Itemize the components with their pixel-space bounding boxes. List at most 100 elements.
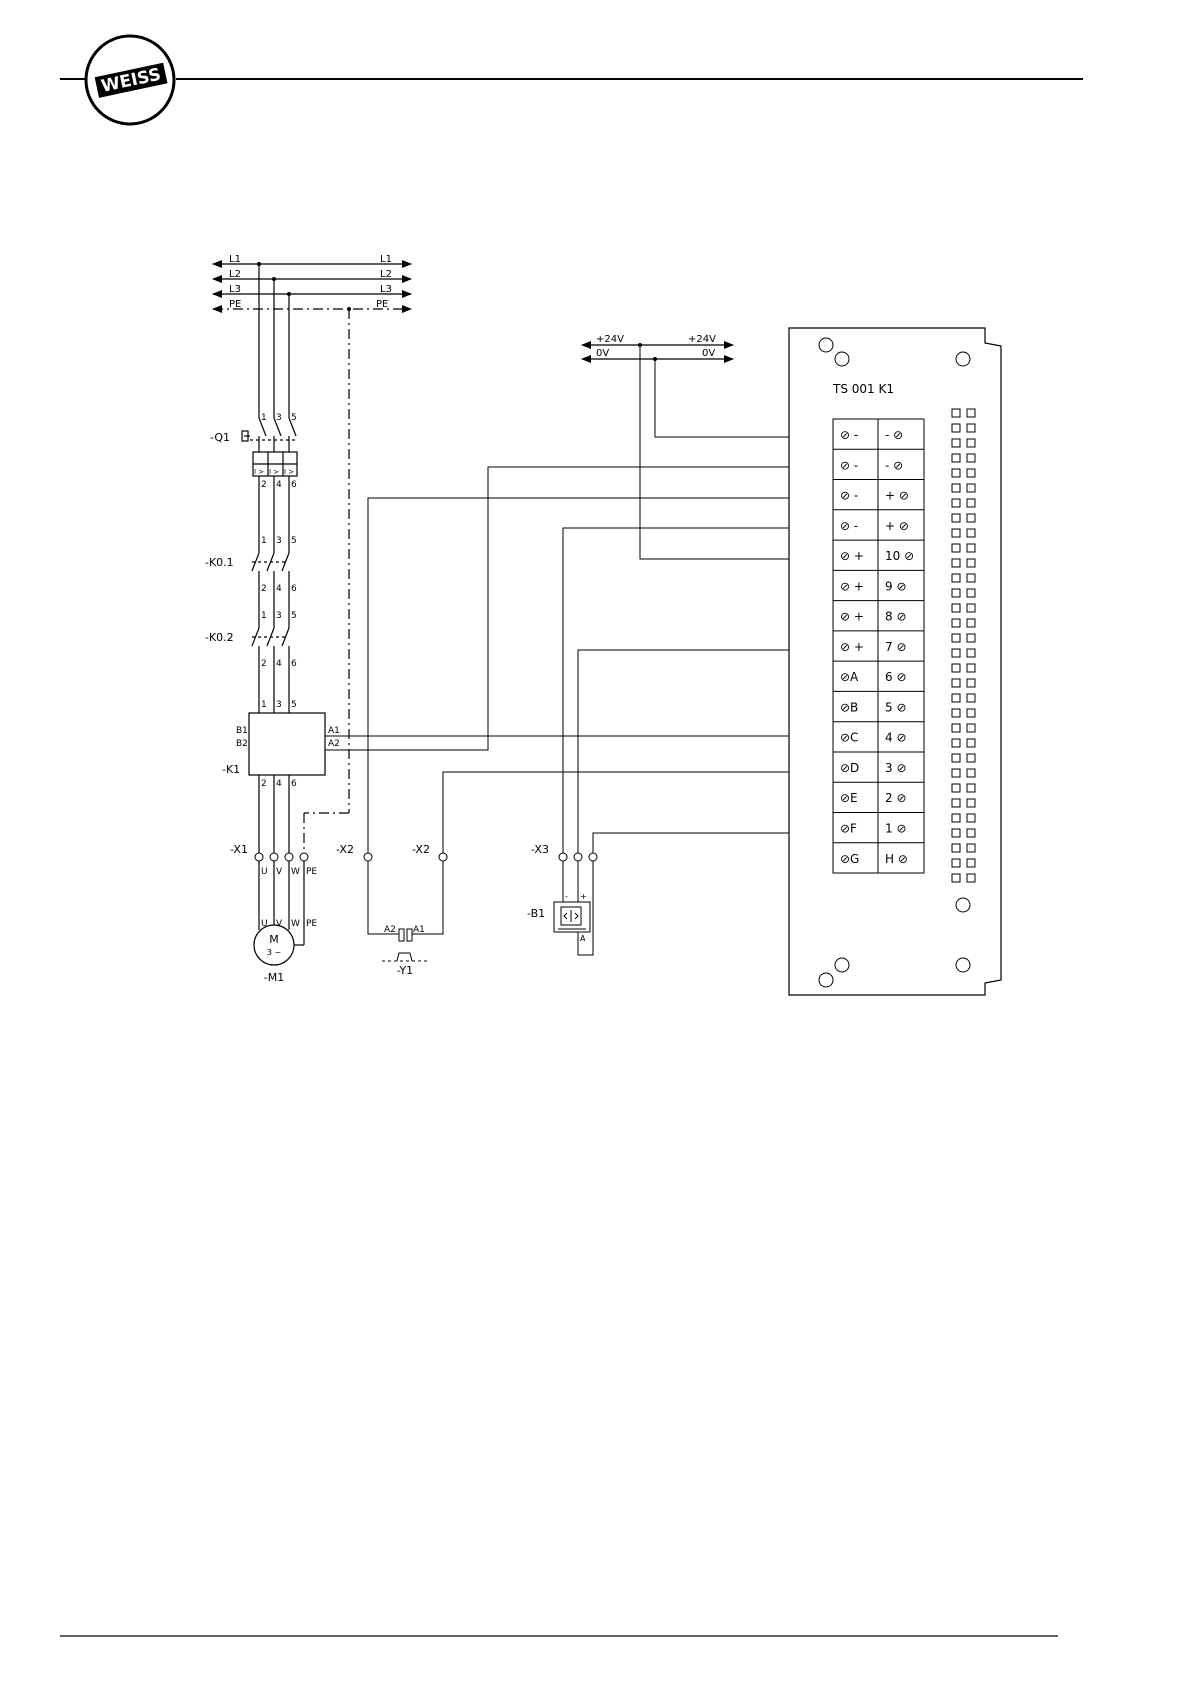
q1-trip-3: I > xyxy=(284,468,294,476)
b1-term-a: A xyxy=(580,934,586,943)
connector-pin xyxy=(951,798,961,808)
connector-pin xyxy=(966,603,976,613)
connector-pin xyxy=(966,798,976,808)
connector-pin xyxy=(966,663,976,673)
connector-pin xyxy=(951,648,961,658)
k01-term-4: 4 xyxy=(276,584,282,594)
k02-term-3: 3 xyxy=(276,611,282,621)
supply-labels: L1 L2 L3 PE L1 L2 L3 PE xyxy=(229,254,392,310)
terminal-right-label: 8 ⊘ xyxy=(885,610,907,624)
page-header: WEISS xyxy=(60,34,1083,126)
connector-pin xyxy=(951,408,961,418)
connector-pin xyxy=(966,828,976,838)
connector-pin xyxy=(966,678,976,688)
x2-right-label: -X2 xyxy=(412,843,430,856)
connector-pin xyxy=(966,618,976,628)
q1-term-1: 1 xyxy=(261,413,267,423)
connector-pin xyxy=(951,738,961,748)
supply-l1-right: L1 xyxy=(380,254,392,265)
m1-phase: 3 ~ xyxy=(267,948,281,957)
k1-term-6: 6 xyxy=(291,779,297,789)
m1-term-v: V xyxy=(276,919,283,929)
connector-pin xyxy=(966,468,976,478)
k01-term-1: 1 xyxy=(261,536,267,546)
connector-pin xyxy=(966,843,976,853)
k1-module: -K1 B1 B2 A1 A2 1 3 5 2 4 6 xyxy=(222,700,348,789)
k1-term-4: 4 xyxy=(276,779,282,789)
supply-tap-dots xyxy=(257,262,351,311)
m1-term-pe: PE xyxy=(306,919,317,929)
terminal-left-label: ⊘ - xyxy=(840,428,858,442)
k01-term-6: 6 xyxy=(291,584,297,594)
connector-pin xyxy=(966,768,976,778)
x1-term-pe: PE xyxy=(306,867,317,877)
connector-pin xyxy=(951,603,961,613)
b1-term-minus: - xyxy=(565,892,568,901)
connector-pin xyxy=(951,618,961,628)
terminal-left-label: ⊘G xyxy=(840,852,859,866)
connector-pin xyxy=(966,753,976,763)
terminal-right-label: 5 ⊘ xyxy=(885,700,907,714)
connector-pin xyxy=(951,498,961,508)
pe-conductor xyxy=(303,309,350,853)
m1-motor: M 3 ~ -M1 U V W PE xyxy=(253,919,317,984)
connector-pin xyxy=(951,783,961,793)
dc-pos-left: +24V xyxy=(596,334,624,345)
terminal-right-label: 2 ⊘ xyxy=(885,791,907,805)
q1-breaker: I > I > I > -Q1 1 3 5 2 4 6 xyxy=(210,413,298,490)
k1-term-1: 1 xyxy=(261,700,267,710)
terminal-grid: ⊘ -- ⊘⊘ -- ⊘⊘ -+ ⊘⊘ -+ ⊘⊘ +10 ⊘⊘ +9 ⊘⊘ +… xyxy=(832,418,925,874)
x1-label: -X1 xyxy=(230,843,248,856)
connector-pin xyxy=(951,558,961,568)
connector-pin xyxy=(951,513,961,523)
connector-pin xyxy=(951,873,961,883)
connector-pin xyxy=(951,633,961,643)
ts001k1-board: TS 001 K1 ⊘ -- ⊘⊘ -- ⊘⊘ -+ ⊘⊘ -+ ⊘⊘ +10 … xyxy=(788,327,1002,996)
supply-pe-left: PE xyxy=(229,299,241,310)
k01-label: -K0.1 xyxy=(205,556,234,569)
connector-pin xyxy=(951,543,961,553)
y1-term-a1: A1 xyxy=(413,925,425,935)
terminal-right-label: + ⊘ xyxy=(885,489,909,503)
dc-pos-right: +24V xyxy=(688,334,716,345)
connector-pin xyxy=(951,483,961,493)
connector-pin xyxy=(966,588,976,598)
connector-pin xyxy=(966,573,976,583)
connector-pins xyxy=(951,408,976,883)
k02-term-1: 1 xyxy=(261,611,267,621)
terminal-left-label: ⊘ - xyxy=(840,489,858,503)
connector-pin xyxy=(951,528,961,538)
connector-pin xyxy=(951,678,961,688)
connector-pin xyxy=(966,693,976,703)
connector-pin xyxy=(951,663,961,673)
x2-left-label: -X2 xyxy=(336,843,354,856)
terminal-left-label: ⊘C xyxy=(840,731,858,745)
q1-term-6: 6 xyxy=(291,480,297,490)
y1-label: -Y1 xyxy=(397,964,413,977)
terminal-left-label: ⊘A xyxy=(840,670,859,684)
connector-pin xyxy=(966,453,976,463)
terminal-left-label: ⊘ + xyxy=(840,610,864,624)
terminal-right-label: 10 ⊘ xyxy=(885,549,914,563)
supply-l3-left: L3 xyxy=(229,284,241,295)
connector-pin xyxy=(966,708,976,718)
k01-term-3: 3 xyxy=(276,536,282,546)
connector-pin xyxy=(966,783,976,793)
connector-pin xyxy=(951,813,961,823)
connector-pin xyxy=(951,438,961,448)
x1-term-v: V xyxy=(276,867,283,877)
terminal-left-label: ⊘D xyxy=(840,761,859,775)
connector-pin xyxy=(966,483,976,493)
supply-l3-right: L3 xyxy=(380,284,392,295)
m1-label: -M1 xyxy=(264,971,284,984)
q1-trip-2: I > xyxy=(269,468,279,476)
k02-label: -K0.2 xyxy=(205,631,234,644)
terminal-right-label: 1 ⊘ xyxy=(885,822,907,836)
q1-term-5: 5 xyxy=(291,413,297,423)
control-wiring xyxy=(348,345,838,857)
supply-l2-right: L2 xyxy=(380,269,392,280)
connector-pin xyxy=(966,543,976,553)
supply-pe-right: PE xyxy=(376,299,388,310)
terminal-right-label: + ⊘ xyxy=(885,519,909,533)
connector-pin xyxy=(966,873,976,883)
